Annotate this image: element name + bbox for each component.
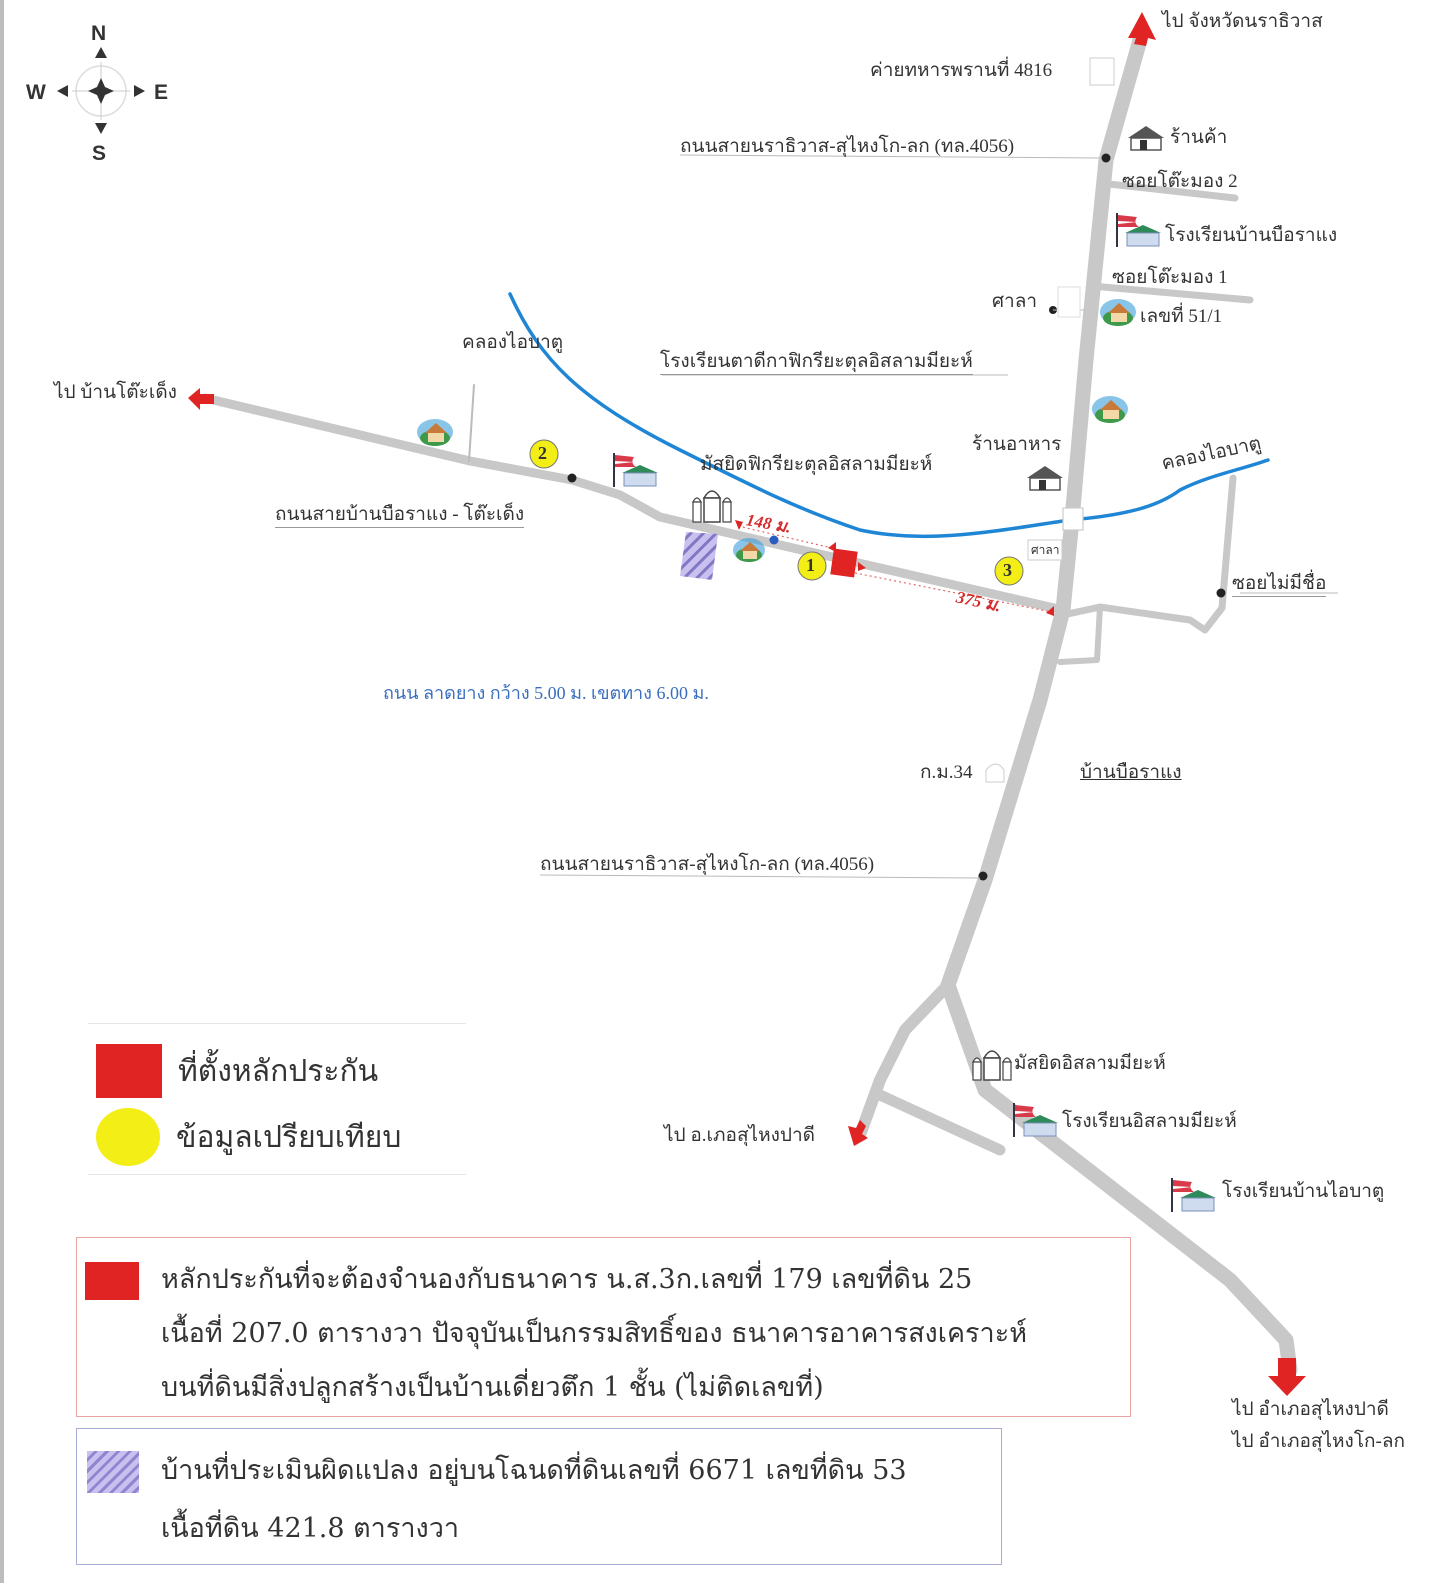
school-icon (1116, 213, 1161, 247)
map-legend: ที่ตั้งหลักประกัน ข้อมูลเปรียบเทียบ (88, 1023, 466, 1175)
compass-east: E (154, 81, 169, 104)
compass-north: N (91, 22, 107, 45)
soi-tomong-1 (1088, 282, 1254, 304)
connector-road (874, 1089, 1006, 1156)
misassessed-parcel (680, 532, 718, 580)
house-icon (733, 538, 765, 562)
legend-item-comparison: ข้อมูลเปรียบเทียบ (96, 1108, 401, 1166)
label-canal-west: คลองไอบาตู (462, 332, 564, 353)
mosque-icon (692, 490, 732, 523)
ranger-camp-icon (1089, 57, 1115, 86)
marker-1-label: 1 (806, 555, 815, 575)
note-line: เนื้อที่ 207.0 ตารางวา ปัจจุบันเป็นกรรมส… (161, 1318, 1027, 1349)
sala-icon (1027, 539, 1063, 561)
road-network (200, 32, 1298, 1378)
label-highway-south: ถนนสายนราธิวาส-สุไหงโก-ลก (ทล.4056) (540, 854, 875, 875)
note-line: เนื้อที่ดิน 421.8 ตารางวา (161, 1513, 460, 1544)
label-road-bueramae-todeng: ถนนสายบ้านบือราแง - โต๊ะเด็ง (275, 505, 525, 528)
arrow-left-icon (188, 388, 214, 410)
note-line: บนที่ดินมีสิ่งปลูกสร้างเป็นบ้านเดี่ยวตึก… (161, 1372, 824, 1403)
label-to-sungai-kolok: ไป อำเภอสุไหงโก-ลก (1232, 1431, 1406, 1452)
label-ranger-camp: ค่ายทหารพรานที่ 4816 (870, 60, 1053, 81)
label-mosque-fikriyah: มัสยิดฟิกรียะตุลอิสลามมียะห์ (700, 454, 933, 475)
label-school-bueramae: โรงเรียนบ้านบือราแง (1165, 225, 1338, 246)
compass-icon (57, 47, 145, 134)
house-icon (1092, 396, 1128, 423)
legend-item-collateral: ที่ตั้งหลักประกัน (96, 1044, 378, 1098)
note-line: บ้านที่ประเมินผิดแปลง อยู่บนโฉนดที่ดินเล… (161, 1455, 907, 1486)
school-icon (613, 453, 658, 487)
house-icon (417, 419, 453, 446)
legend-label: ข้อมูลเปรียบเทียบ (176, 1119, 402, 1155)
label-school-ban-aibatu: โรงเรียนบ้านไอบาตู (1222, 1181, 1385, 1202)
label-to-narathiwat: ไป จังหวัดนราธิวาส (1162, 11, 1323, 32)
label-to-sungai-padi-west: ไป อ.เภอสุไหงปาดี (664, 1125, 815, 1146)
shop-icon (1128, 126, 1164, 151)
soi-tomong-2 (1096, 179, 1239, 202)
comparison-marker-3 (994, 556, 1024, 586)
comparison-marker-2 (529, 439, 559, 469)
red-square-icon (96, 1044, 162, 1098)
label-highway-north: ถนนสายนราธิวาส-สุไหงโก-ลก (ทล.4056) (680, 136, 1015, 157)
label-mosque-islamiyah: มัสยิดอิสลามมียะห์ (1014, 1053, 1166, 1074)
km-marker-icon (985, 763, 1005, 783)
label-ban-bueramae: บ้านบือราแง (1080, 762, 1182, 783)
page-edge (0, 0, 4, 1583)
label-soi-no-name: ซอยไม่มีชื่อ (1232, 574, 1327, 597)
label-soi-tomong-1: ซอยโต๊ะมอง 1 (1112, 267, 1228, 288)
sala-icon (1057, 286, 1081, 318)
school-icon (1171, 1178, 1216, 1212)
label-to-ban-todeng: ไป บ้านโต๊ะเด็ง (54, 382, 177, 403)
red-square-icon (85, 1262, 139, 1300)
label-shop: ร้านค้า (1170, 127, 1228, 148)
soi-no-name-road (1059, 474, 1237, 634)
legend-label: ที่ตั้งหลักประกัน (178, 1053, 379, 1089)
label-soi-tomong-2: ซอยโต๊ะมอง 2 (1122, 171, 1238, 192)
marker-3-label: 3 (1003, 560, 1012, 580)
junction-dot (978, 871, 988, 881)
collateral-note-box: หลักประกันที่จะต้องจำนองกับธนาคาร น.ส.3ก… (76, 1237, 1131, 1417)
compass-west: W (26, 81, 46, 104)
blue-dot (769, 535, 779, 545)
label-km-34: ก.ม.34 (920, 762, 973, 783)
misassessed-note-box: บ้านที่ประเมินผิดแปลง อยู่บนโฉนดที่ดินเล… (76, 1428, 1002, 1565)
junction-dot (567, 473, 577, 483)
arrow-down-icon (1268, 1358, 1306, 1396)
label-restaurant: ร้านอาหาร (972, 434, 1062, 455)
house-icon (1100, 299, 1136, 326)
label-sala-north: ศาลา (992, 291, 1038, 312)
yellow-circle-icon (96, 1108, 160, 1166)
branch-sungai-padi (854, 979, 954, 1141)
collateral-marker (830, 548, 858, 578)
label-school-islamiyah: โรงเรียนอิสลามมียะห์ (1062, 1111, 1237, 1132)
junction-dot (1101, 153, 1111, 163)
arrow-down-left-icon (848, 1120, 868, 1146)
arrow-up-icon (1128, 12, 1156, 46)
canal-aibatu (508, 292, 1270, 539)
comparison-marker-1 (797, 551, 827, 581)
junction-dot (1216, 588, 1226, 598)
label-road-spec: ถนน ลาดยาง กว้าง 5.00 ม. เขตทาง 6.00 ม. (383, 683, 709, 703)
note-line: หลักประกันที่จะต้องจำนองกับธนาคาร น.ส.3ก… (161, 1264, 973, 1295)
bridge-icon (1062, 507, 1084, 531)
label-house-51-1: เลขที่ 51/1 (1140, 306, 1223, 327)
label-sala-south: ศาลา (1031, 543, 1060, 557)
hatched-square-icon (87, 1451, 139, 1493)
compass-south: S (92, 142, 107, 165)
marker-2-label: 2 (538, 443, 547, 463)
label-tadika-school: โรงเรียนตาดีกาฟิกรียะตุลอิสลามมียะห์ (660, 352, 973, 375)
highway-4056 (940, 32, 1298, 1378)
school-icon (1013, 1103, 1058, 1137)
label-to-sungai-padi: ไป อำเภอสุไหงปาดี (1232, 1399, 1389, 1420)
restaurant-icon (1027, 466, 1063, 491)
mosque-icon (972, 1050, 1012, 1081)
